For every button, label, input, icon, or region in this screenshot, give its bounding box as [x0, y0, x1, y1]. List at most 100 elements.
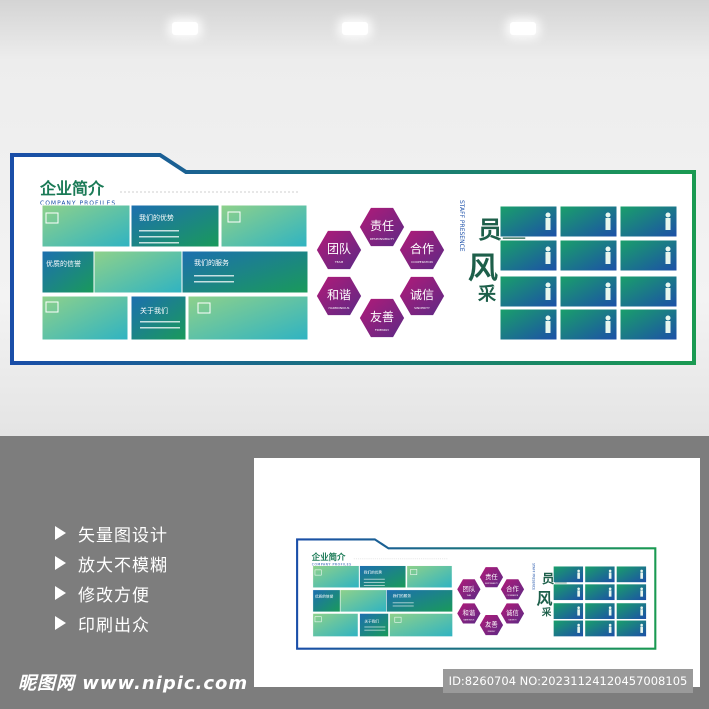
text-placeholder-line: [392, 605, 414, 607]
image-id-label: ID:8260704 NO:20231124120457008105: [443, 669, 693, 693]
board-title: 企业简介: [311, 552, 346, 562]
feature-list: 矢量图设计 放大不模糊 修改方便 印刷出众: [55, 518, 168, 638]
value-label-en: SINCERITY: [414, 306, 430, 310]
value-hexagon: [398, 229, 446, 271]
text-placeholder-line: [194, 281, 234, 283]
text-placeholder-line: [194, 275, 234, 277]
text-placeholder-line: [364, 626, 386, 628]
section-heading-about: 关于我们: [364, 618, 379, 623]
ceiling-light: [342, 22, 368, 35]
triangle-bullet-icon: [55, 556, 66, 570]
staff-title-char: 采: [541, 607, 552, 619]
info-tile: [181, 250, 309, 294]
value-hexagon: [315, 229, 363, 271]
value-label: 合作: [410, 241, 434, 256]
value-label: 友善: [485, 620, 498, 629]
person-icon: [608, 609, 612, 616]
person-icon: [608, 626, 612, 633]
feature-label: 印刷出众: [78, 615, 150, 636]
staff-photo-frame: [616, 565, 647, 583]
feature-item: 印刷出众: [55, 608, 168, 638]
person-icon: [545, 252, 551, 264]
person-icon: [640, 590, 643, 597]
value-label: 和谐: [463, 608, 476, 617]
info-tile: [312, 589, 341, 613]
value-label-en: FRIENDLY: [488, 631, 495, 633]
feature-item: 修改方便: [55, 578, 168, 608]
info-tile: [312, 565, 360, 588]
info-tile: [389, 613, 453, 637]
person-icon: [605, 282, 611, 288]
person-icon: [640, 623, 643, 627]
value-label: 友善: [370, 309, 394, 324]
feature-item: 放大不模糊: [55, 548, 168, 578]
staff-title-char: 采: [477, 284, 497, 305]
person-icon: [545, 212, 551, 218]
person-icon: [665, 282, 671, 288]
value-label-en: HARMONIOUS: [329, 306, 350, 310]
value-label: 团队: [463, 584, 476, 593]
value-hexagon: [398, 275, 446, 317]
person-icon: [608, 572, 612, 579]
person-icon: [608, 587, 612, 591]
staff-subtitle: STAFF PRESENCE: [458, 200, 465, 252]
board-subtitle: COMPANY PROFILES: [312, 563, 352, 567]
person-icon: [605, 218, 611, 230]
staff-photo-frame: [553, 620, 584, 637]
person-icon: [545, 246, 551, 252]
staff-title-char: 风: [468, 251, 498, 286]
panel-icon: [314, 616, 322, 623]
value-label-en: RESPONSIBILITY: [485, 583, 498, 585]
section-heading-quality: 优质的信誉: [315, 594, 334, 599]
info-tile: [359, 565, 407, 588]
value-label: 责任: [485, 572, 498, 581]
value-label: 和谐: [327, 288, 351, 302]
staff-photo-frame: [584, 583, 616, 601]
panel-icon: [410, 569, 418, 575]
panel-icon: [45, 212, 59, 224]
staff-photo-frame: [553, 583, 584, 601]
value-hexagon: [499, 578, 525, 601]
feature-label: 矢量图设计: [78, 525, 168, 546]
person-icon: [608, 623, 612, 627]
person-icon: [605, 212, 611, 218]
person-icon: [577, 609, 580, 616]
value-hexagon: [358, 297, 406, 339]
board-title: 企业简介: [39, 179, 105, 198]
info-tile: [130, 295, 187, 341]
info-tile: [339, 589, 387, 613]
text-placeholder-line: [392, 602, 414, 604]
section-heading-advantage: 我们的优势: [139, 213, 174, 222]
person-icon: [605, 315, 611, 321]
person-icon: [545, 321, 551, 333]
text-placeholder-line: [140, 327, 180, 329]
section-heading-quality: 优质的信誉: [46, 259, 81, 268]
value-label: 诚信: [506, 608, 519, 617]
person-icon: [640, 609, 643, 616]
value-label: 责任: [370, 219, 394, 233]
person-icon: [577, 606, 580, 610]
info-tile: [130, 204, 220, 248]
person-icon: [608, 569, 612, 573]
text-placeholder-line: [139, 230, 179, 232]
value-label-en: TEAM: [467, 594, 472, 597]
value-label-en: RESPONSIBILITY: [370, 237, 394, 241]
value-label-en: TEAM: [334, 260, 344, 264]
value-label-en: FRIENDLY: [375, 328, 389, 332]
person-icon: [605, 288, 611, 300]
panel-icon: [394, 616, 402, 623]
board-subtitle: COMPANY PROFILES: [40, 200, 116, 207]
info-tile: [312, 613, 359, 637]
person-icon: [605, 246, 611, 252]
value-label-en: SINCERITY: [508, 619, 516, 621]
text-placeholder-line: [140, 321, 180, 323]
person-icon: [545, 315, 551, 321]
person-icon: [640, 626, 643, 633]
person-icon: [665, 315, 671, 321]
value-hexagon: [456, 602, 482, 625]
value-label: 团队: [327, 241, 351, 256]
person-icon: [665, 246, 671, 252]
person-icon: [640, 606, 643, 610]
text-placeholder-line: [364, 629, 386, 631]
